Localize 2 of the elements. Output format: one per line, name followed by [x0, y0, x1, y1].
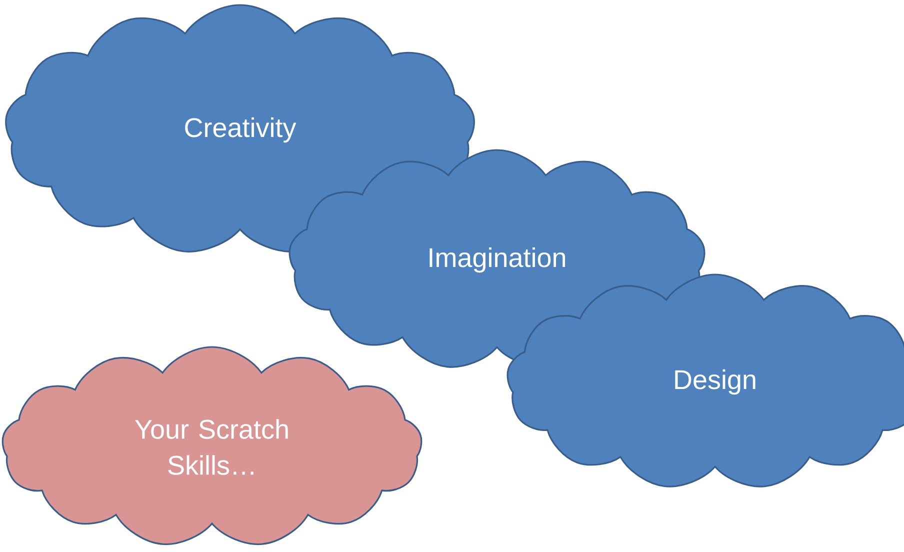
cloud: Design: [506, 274, 904, 488]
cloud: Your Scratch Skills…: [2, 346, 422, 546]
